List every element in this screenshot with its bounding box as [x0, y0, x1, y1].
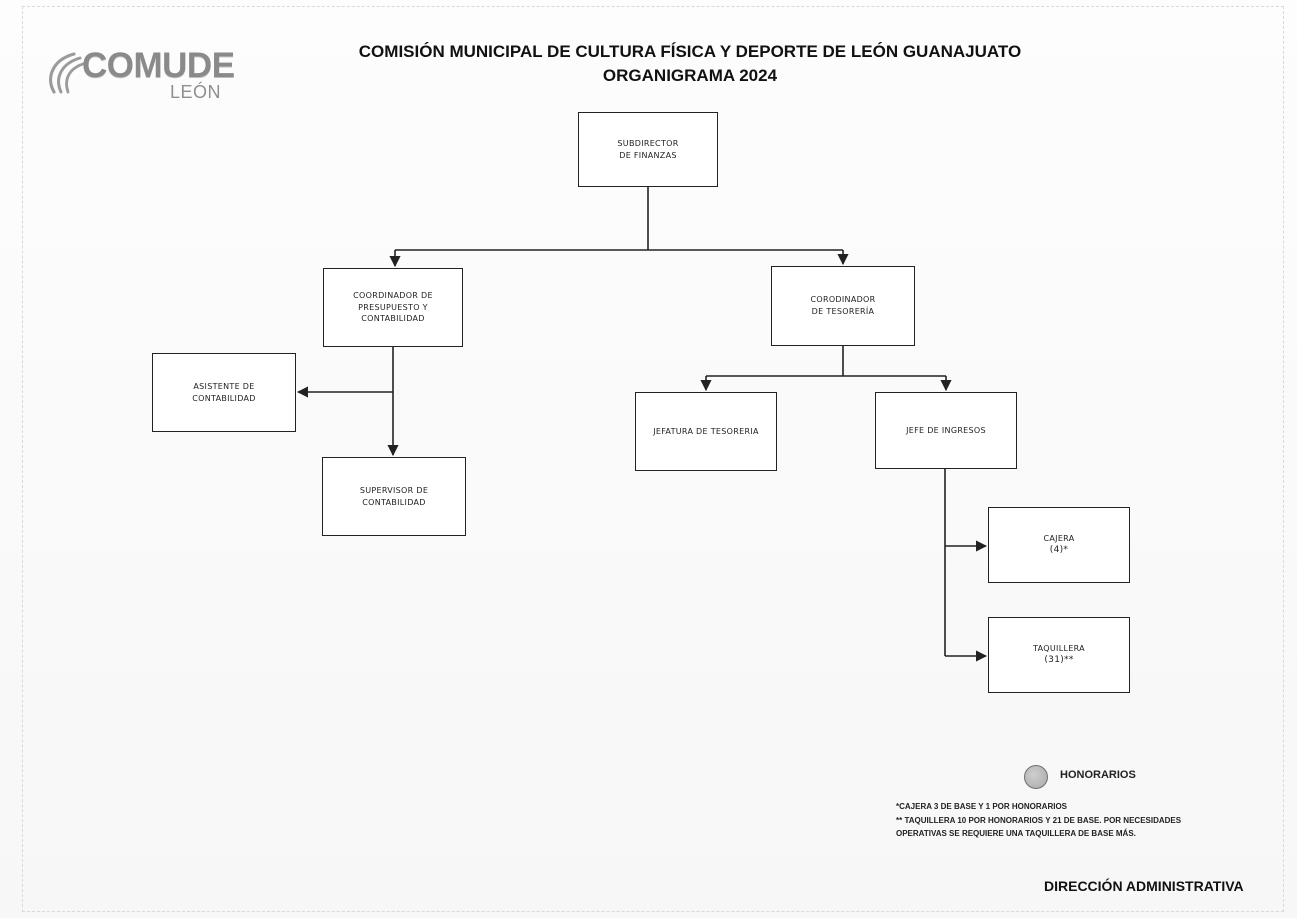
node-taquillera: TAQUILLERA (31)** [988, 617, 1130, 693]
page-title: COMISIÓN MUNICIPAL DE CULTURA FÍSICA Y D… [358, 42, 1022, 61]
node-asistente-line2: CONTABILIDAD [192, 393, 256, 403]
page-border [22, 6, 1284, 912]
node-coord-presupuesto-line3: CONTABILIDAD [361, 314, 425, 324]
footnote-cajera: *CAJERA 3 DE BASE Y 1 POR HONORARIOS [896, 802, 1068, 811]
node-taquillera-line1: TAQUILLERA [1033, 643, 1085, 653]
footnote-taquillera-cont: OPERATIVAS SE REQUIERE UNA TAQUILLERA DE… [896, 829, 1136, 838]
node-coord-tesoreria-line2: DE TESORERÍA [811, 307, 875, 316]
node-jefatura-tesoreria: JEFATURA DE TESORERIA [635, 392, 777, 471]
comude-logo: COMUDE LEÓN [44, 44, 244, 106]
node-coordinador-presupuesto: COORDINADOR DE PRESUPUESTO Y CONTABILIDA… [323, 268, 463, 347]
node-coordinador-tesoreria: CORODINADOR DE TESORERÍA [771, 266, 915, 346]
node-supervisor-contabilidad: SUPERVISOR DE CONTABILIDAD [322, 457, 466, 536]
footnote-taquillera: ** TAQUILLERA 10 POR HONORARIOS Y 21 DE … [896, 816, 1182, 825]
node-taquillera-count: (31)** [1044, 655, 1074, 666]
node-subdirector-line2: DE FINANZAS [619, 150, 677, 160]
node-asistente-contabilidad: ASISTENTE DE CONTABILIDAD [152, 353, 296, 432]
node-coord-tesoreria-line1: CORODINADOR [810, 295, 876, 305]
node-jefe-ingresos: JEFE DE INGRESOS [875, 392, 1017, 469]
logo-city: LEÓN [170, 82, 222, 102]
node-cajera-count: (4)* [1049, 545, 1069, 556]
legend-honorarios-label: HONORARIOS [1060, 769, 1136, 781]
node-jefatura-line1: JEFATURA DE TESORERIA [653, 426, 759, 436]
node-subdirector-finanzas: SUBDIRECTOR DE FINANZAS [578, 112, 718, 187]
page-subtitle: ORGANIGRAMA 2024 [602, 66, 778, 85]
node-jefe-ingresos-line1: JEFE DE INGRESOS [906, 425, 986, 435]
node-cajera-line1: CAJERA [1043, 533, 1075, 543]
footer-direccion: DIRECCIÓN ADMINISTRATIVA [1044, 878, 1244, 894]
node-cajera: CAJERA (4)* [988, 507, 1130, 583]
node-asistente-line1: ASISTENTE DE [193, 381, 255, 391]
node-coord-presupuesto-line2: PRESUPUESTO Y [358, 302, 428, 312]
node-supervisor-line1: SUPERVISOR DE [359, 485, 429, 495]
node-coord-presupuesto-line1: COORDINADOR DE [353, 291, 433, 301]
logo-wordmark: COMUDE [82, 46, 235, 85]
node-supervisor-line2: CONTABILIDAD [362, 497, 426, 507]
legend-honorarios-swatch [1024, 765, 1048, 789]
node-subdirector-line1: SUBDIRECTOR [617, 138, 679, 148]
swoosh-icon [49, 52, 88, 94]
